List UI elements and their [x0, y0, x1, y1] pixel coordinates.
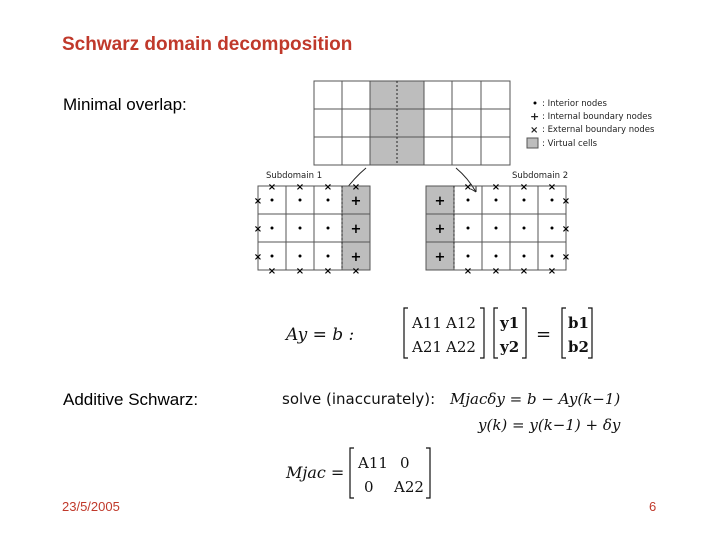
- subdomain-2-label: Subdomain 2: [512, 171, 568, 181]
- svg-text:×: ×: [520, 266, 528, 277]
- legend-virtual: : Virtual cells: [542, 139, 598, 149]
- legend-internal-boundary: : Internal boundary nodes: [542, 112, 652, 122]
- svg-text:×: ×: [562, 252, 570, 263]
- svg-text:×: ×: [548, 266, 556, 277]
- svg-text:×: ×: [548, 182, 556, 193]
- internal-boundary-icon: +: [530, 110, 539, 123]
- external-boundary-icon: ×: [530, 125, 538, 136]
- eq3-zero1: 0: [400, 454, 410, 472]
- eq1-a22: A22: [445, 338, 476, 356]
- svg-text:×: ×: [254, 224, 262, 235]
- eq1-a21: A21: [411, 338, 442, 356]
- svg-text:×: ×: [464, 266, 472, 277]
- svg-text:×: ×: [352, 182, 360, 193]
- eq2-line1: Mjacδy = b − Ay(k−1): [449, 390, 620, 408]
- eq3-a22: A22: [393, 478, 424, 496]
- svg-text:×: ×: [324, 182, 332, 193]
- svg-text:+: +: [351, 250, 362, 265]
- eq1-y2: y2: [499, 338, 519, 356]
- svg-text:+: +: [435, 250, 446, 265]
- svg-text:×: ×: [562, 196, 570, 207]
- eq3-lhs: Mjac =: [285, 463, 344, 482]
- domain-decomposition-figure: : Interior nodes + : Internal boundary n…: [254, 80, 655, 277]
- eq3-a11: A11: [357, 454, 388, 472]
- eq1-y1: y1: [499, 314, 519, 332]
- svg-text:×: ×: [254, 196, 262, 207]
- svg-text:=: =: [536, 324, 551, 345]
- eq1-a11: A11: [411, 314, 442, 332]
- legend-interior: : Interior nodes: [542, 99, 607, 109]
- eq3-zero2: 0: [364, 478, 374, 496]
- svg-text:×: ×: [562, 224, 570, 235]
- svg-text:+: +: [435, 222, 446, 237]
- jacobi-matrix-equation: Mjac = A11 0 0 A22: [285, 447, 431, 499]
- svg-text:×: ×: [520, 182, 528, 193]
- eq1-b2: b2: [568, 338, 589, 356]
- svg-text:×: ×: [268, 266, 276, 277]
- additive-schwarz-label: Additive Schwarz:: [63, 390, 199, 409]
- block-system-equation: Ay = b : A11 A12 A21 A22 y1 y2 = b1 b2: [284, 307, 593, 359]
- eq1-lhs: Ay = b :: [284, 325, 354, 345]
- svg-text:×: ×: [296, 266, 304, 277]
- additive-schwarz-equation: solve (inaccurately): Mjacδy = b − Ay(k−…: [282, 390, 621, 434]
- legend: : Interior nodes + : Internal boundary n…: [526, 99, 655, 149]
- subdomain-1-grid: + + + × × × × × × × × × × ×: [254, 182, 371, 277]
- full-domain-grid: [313, 80, 511, 166]
- footer-page-number: 6: [649, 499, 657, 514]
- eq2-solve-label: solve (inaccurately):: [282, 390, 435, 408]
- minimal-overlap-label: Minimal overlap:: [63, 95, 187, 114]
- interior-node-icon: [533, 101, 537, 105]
- legend-external-boundary: : External boundary nodes: [542, 125, 655, 135]
- svg-text:×: ×: [324, 266, 332, 277]
- svg-text:×: ×: [268, 182, 276, 193]
- svg-text:×: ×: [254, 252, 262, 263]
- svg-text:×: ×: [464, 182, 472, 193]
- svg-text:×: ×: [492, 266, 500, 277]
- svg-text:+: +: [351, 194, 362, 209]
- svg-text:×: ×: [352, 266, 360, 277]
- svg-text:+: +: [435, 194, 446, 209]
- subdomain-2-grid: + + + × × × × × × × × × × ×: [425, 182, 570, 277]
- arrow-right-icon: [455, 167, 477, 193]
- slide-title: Schwarz domain decomposition: [62, 34, 353, 55]
- svg-text:×: ×: [296, 182, 304, 193]
- subdomain-1-label: Subdomain 1: [266, 171, 322, 181]
- footer-date: 23/5/2005: [62, 499, 120, 514]
- eq1-a12: A12: [445, 314, 476, 332]
- svg-text:×: ×: [492, 182, 500, 193]
- svg-text:+: +: [351, 222, 362, 237]
- eq2-line2: y(k) = y(k−1) + δy: [477, 416, 621, 434]
- eq1-b1: b1: [568, 314, 589, 332]
- virtual-cell-icon: [526, 137, 539, 149]
